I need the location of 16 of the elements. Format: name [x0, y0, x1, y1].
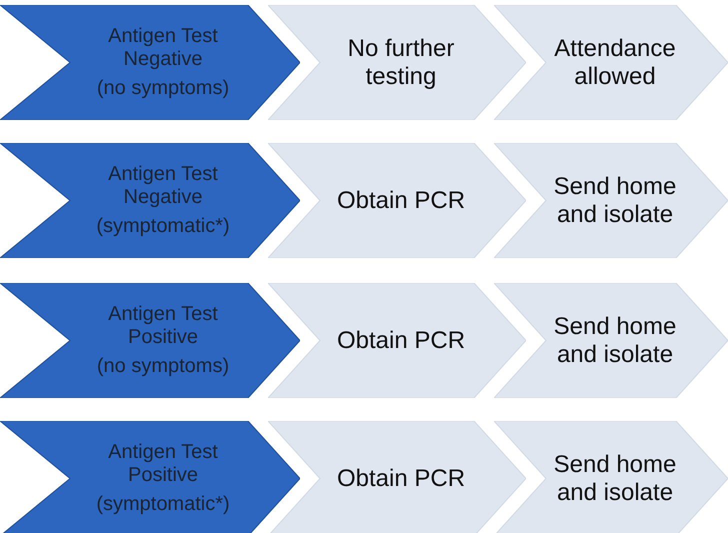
step-label: Send home and isolate — [552, 312, 678, 368]
step-label: Send home and isolate — [552, 450, 678, 506]
step-note: (no symptoms) — [96, 355, 230, 378]
step-label: Antigen Test Negative — [107, 25, 219, 71]
step-label: Obtain PCR — [336, 326, 466, 354]
step-label: Antigen Test Positive — [107, 441, 219, 487]
step-label: Antigen Test Negative — [107, 163, 219, 209]
step-label: Obtain PCR — [336, 186, 466, 214]
step-label: No further testing — [346, 34, 456, 90]
step-label: Send home and isolate — [552, 172, 678, 228]
step-label: Antigen Test Positive — [107, 303, 219, 349]
step-note: (symptomatic*) — [96, 493, 230, 516]
step-note: (no symptoms) — [96, 77, 230, 100]
step-note: (symptomatic*) — [96, 215, 230, 238]
step-label: Obtain PCR — [336, 464, 466, 492]
step-label: Attendance allowed — [553, 34, 677, 90]
